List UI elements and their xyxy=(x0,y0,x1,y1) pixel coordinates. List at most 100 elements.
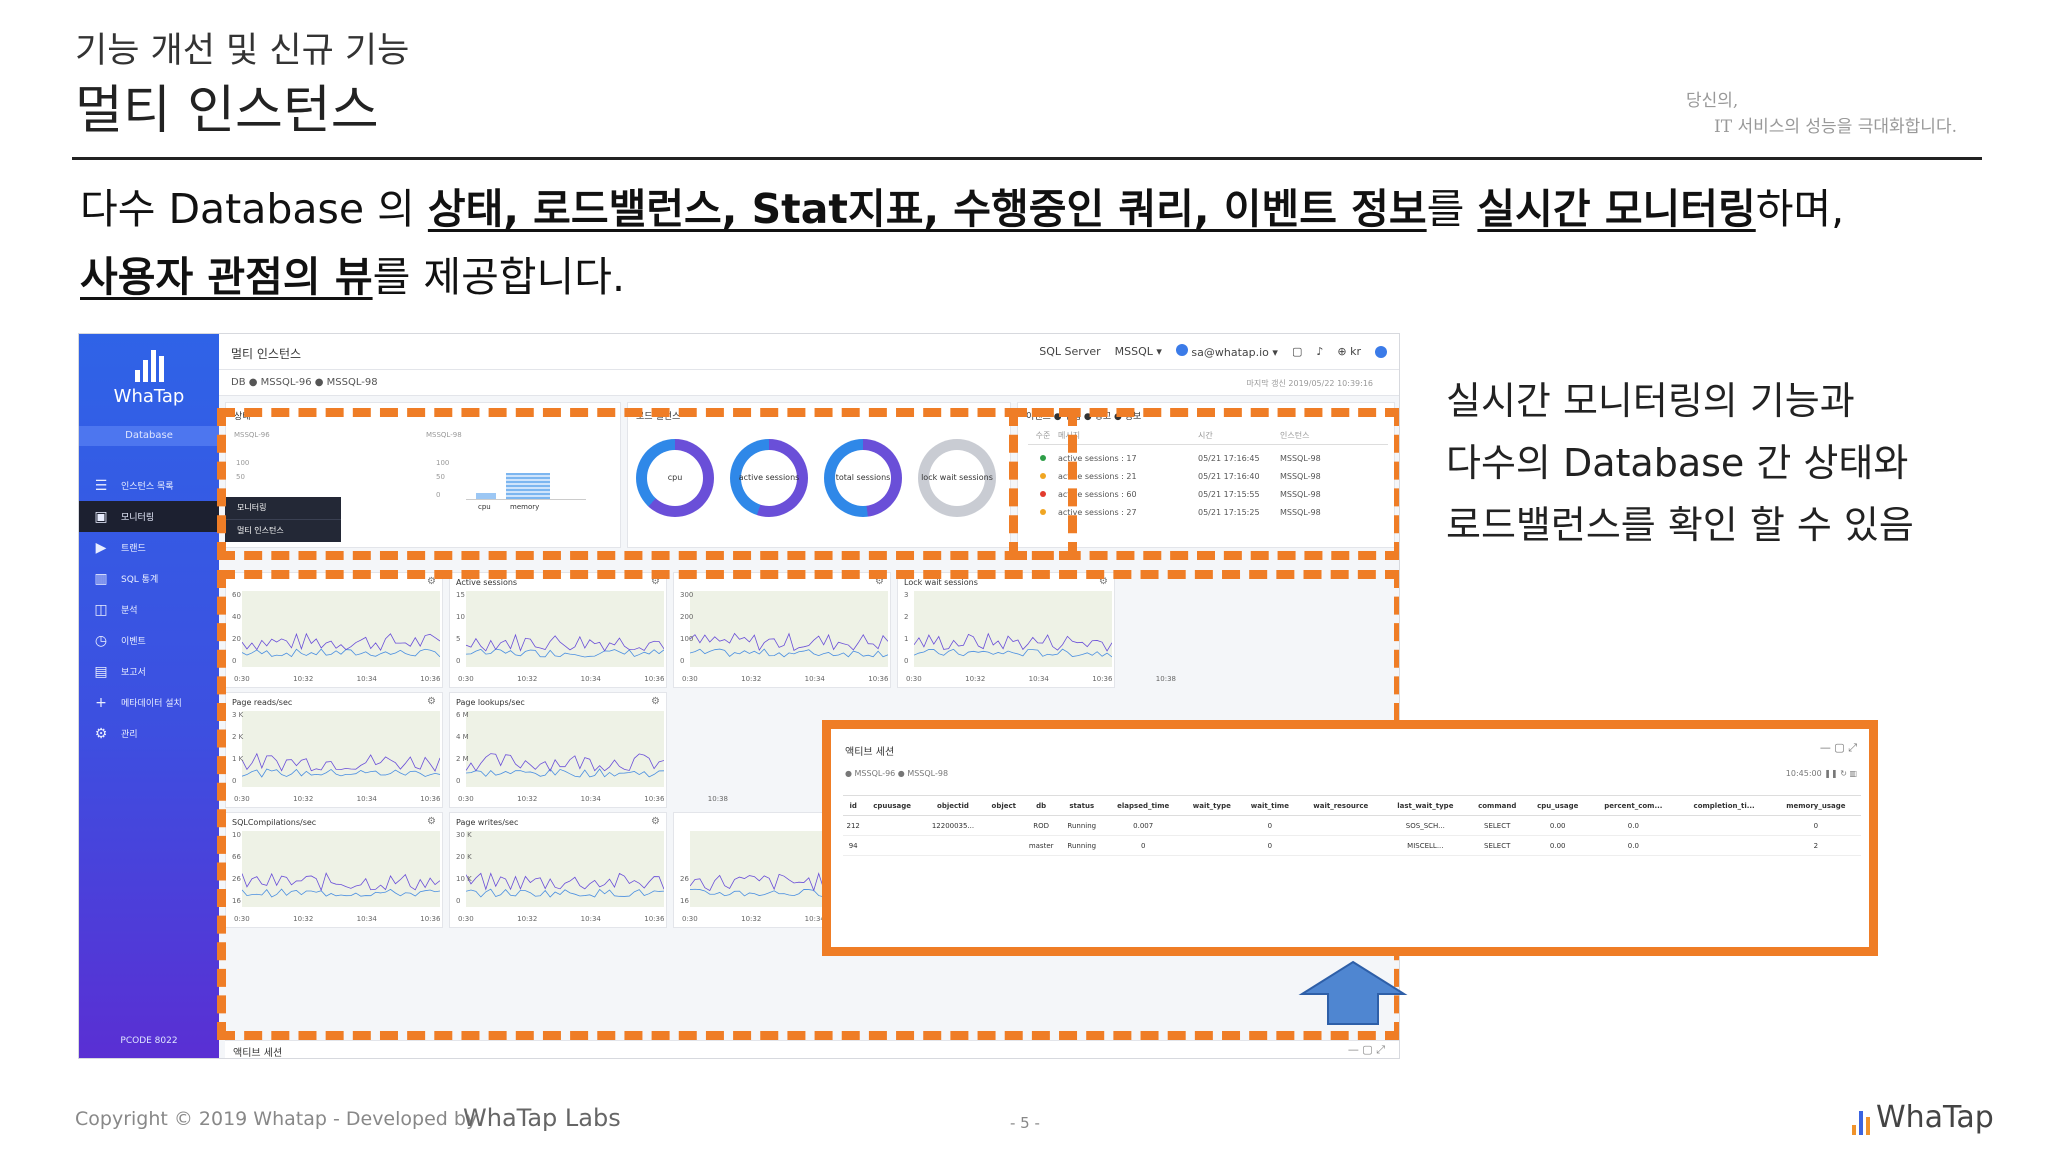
x-tick-label: 0:30 xyxy=(458,675,474,683)
sidebar-item-label: 관리 xyxy=(121,730,138,740)
x-tick-label: 10:32 xyxy=(293,795,314,803)
table-cell: 0 xyxy=(1240,835,1299,856)
panel-title: 상태 xyxy=(234,412,251,422)
chat-icon[interactable]: ▢ xyxy=(1291,345,1303,358)
sidebar-item-label: 모니터링 xyxy=(121,513,155,523)
column-header[interactable]: cpuusage xyxy=(863,795,921,816)
session-controls[interactable]: 10:45:00 ❚❚ ↻ ▥ xyxy=(1785,769,1857,778)
column-header[interactable]: completion_ti... xyxy=(1677,795,1771,816)
y-tick-label: 26 xyxy=(232,875,241,883)
lead-line-1: 다수 Database 의 상태, 로드밸런스, Stat지표, 수행중인 쿼리… xyxy=(80,185,1845,233)
cpu-bar xyxy=(476,493,496,499)
column-header[interactable]: object xyxy=(985,795,1023,816)
globe-icon[interactable]: ⊕ kr xyxy=(1337,345,1361,358)
sidebar-item[interactable]: ◷이벤트 xyxy=(79,625,219,656)
sidebar-item[interactable]: +메타데이터 설치 xyxy=(79,687,219,718)
column-header[interactable]: objectid xyxy=(920,795,986,816)
sidebar-item[interactable]: ◫분석 xyxy=(79,594,219,625)
right-description: 실시간 모니터링의 기능과 다수의 Database 간 상태와 로드밸런스를 … xyxy=(1446,370,1914,556)
session-title: 액티브 세션 xyxy=(845,747,895,758)
table-cell: 0 xyxy=(1240,815,1299,836)
donut-total-sessions[interactable]: total sessions xyxy=(824,439,902,517)
sidebar-item[interactable]: ☰인스턴스 목록 xyxy=(79,470,219,501)
donut-lock-wait-sessions[interactable]: lock wait sessions xyxy=(918,439,996,517)
active-session-bar[interactable]: 액티브 세션 — ▢ ⤢ xyxy=(225,1040,1399,1058)
session-window-controls[interactable]: — ▢ ⤢ xyxy=(1819,741,1857,754)
window-controls[interactable]: — ▢ ⤢ xyxy=(1347,1043,1385,1056)
gear-icon[interactable]: ⚙ xyxy=(651,816,660,827)
popup-item-monitoring[interactable]: 모니터링 xyxy=(237,503,267,512)
x-tick-label: 0:30 xyxy=(234,675,250,683)
sidebar-item[interactable]: ▣모니터링 xyxy=(79,501,219,532)
column-header[interactable]: percent_com... xyxy=(1589,795,1678,816)
column-header[interactable]: memory_usage xyxy=(1770,795,1861,816)
column-header[interactable]: id xyxy=(843,795,864,816)
x-tick-label: 10:32 xyxy=(293,915,314,923)
sidebar-item[interactable]: ▤보고서 xyxy=(79,656,219,687)
x-tick-label: 10:32 xyxy=(517,795,538,803)
chart-plot xyxy=(242,591,440,667)
column-header[interactable]: cpu_usage xyxy=(1526,795,1590,816)
gear-icon[interactable]: ⚙ xyxy=(651,696,660,707)
x-tick-label: 10:38 xyxy=(1155,675,1176,683)
instance-select[interactable]: MSSQL ▾ xyxy=(1114,345,1162,358)
footer-logo: WhaTap xyxy=(1852,1100,1994,1135)
y-tick-label: 26 xyxy=(680,875,689,883)
clock-icon: ◷ xyxy=(94,632,108,649)
column-header[interactable]: wait_resource xyxy=(1298,795,1383,816)
gear-icon[interactable]: ⚙ xyxy=(427,576,436,587)
column-header[interactable]: wait_time xyxy=(1240,795,1299,816)
gear-icon[interactable]: ⚙ xyxy=(651,576,660,587)
sidebar-item[interactable]: ▶트랜드 xyxy=(79,532,219,563)
y-tick-label: 20 K xyxy=(456,853,472,861)
chart-title: Page lookups/sec xyxy=(456,698,525,707)
brand-name: WhaTap xyxy=(113,386,185,407)
gear-icon[interactable]: ⚙ xyxy=(1099,576,1108,587)
chart-title: Lock wait sessions xyxy=(904,578,978,587)
x-tick-label: 0:30 xyxy=(234,915,250,923)
slogan-line1: 당신의, xyxy=(1686,91,1739,111)
sidebar-item[interactable]: ⚙관리 xyxy=(79,718,219,749)
gear-icon[interactable]: ⚙ xyxy=(875,576,884,587)
x-tick-label: 10:32 xyxy=(965,675,986,683)
bell-icon[interactable]: ♪ xyxy=(1316,345,1324,358)
column-header[interactable]: last_wait_type xyxy=(1382,795,1469,816)
severity-dot-icon xyxy=(1040,454,1046,461)
popup-item-multi-instance[interactable]: 멀티 인스턴스 xyxy=(225,519,341,541)
column-header[interactable]: elapsed_time xyxy=(1103,795,1183,816)
user-menu[interactable]: sa@whatap.io ▾ xyxy=(1175,344,1278,359)
column-header[interactable]: wait_type xyxy=(1182,795,1241,816)
bar-label: cpu xyxy=(478,503,491,511)
session-instance-tabs[interactable]: ● MSSQL-96 ● MSSQL-98 xyxy=(845,769,949,778)
column-header[interactable]: db xyxy=(1022,795,1060,816)
y-tick-label: 0 xyxy=(456,897,461,905)
page-number: - 5 - xyxy=(1010,1114,1040,1132)
donut-active-sessions[interactable]: active sessions xyxy=(730,439,808,517)
chart-plot xyxy=(242,711,440,787)
y-tick-label: 66 xyxy=(232,853,241,861)
column-header[interactable]: command xyxy=(1468,795,1527,816)
gear-icon[interactable]: ⚙ xyxy=(427,696,436,707)
gear-icon[interactable]: ⚙ xyxy=(427,816,436,827)
brand-logo[interactable]: WhaTap xyxy=(79,348,219,407)
column-header[interactable]: status xyxy=(1059,795,1104,816)
instance-filter[interactable]: DB ● MSSQL-96 ● MSSQL-98 xyxy=(231,377,378,388)
avatar[interactable] xyxy=(1375,345,1387,358)
donut-cpu[interactable]: cpu xyxy=(636,439,714,517)
sidebar-item[interactable]: ▥SQL 통계 xyxy=(79,563,219,594)
